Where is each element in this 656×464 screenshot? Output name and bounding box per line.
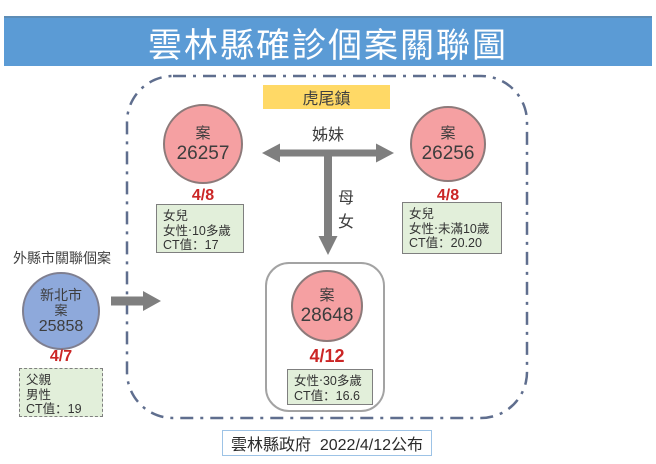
case-28648-info-box: 女性‧30多歲 CT值：16.6 — [287, 369, 373, 405]
case-28648-date: 4/12 — [309, 346, 345, 366]
external-case-arrow — [111, 291, 161, 311]
case-number: 28648 — [300, 304, 354, 326]
case-circle-26256: 案 26256 — [410, 106, 486, 182]
case-26256-info-box: 女兒 女性‧未滿10歲 CT值：20.20 — [402, 202, 502, 254]
footer-source-box: 雲林縣政府 2022/4/12公布 — [222, 430, 432, 456]
case-26257-date: 4/8 — [191, 187, 215, 204]
page-title: 雲林縣確診個案關聯圖 — [148, 26, 508, 65]
case-circle-28648: 案 28648 — [291, 270, 363, 342]
footer-source-text: 雲林縣政府 2022/4/12公布 — [230, 437, 424, 454]
case-circle-26257: 案 26257 — [163, 104, 243, 184]
case-prefix: 案 — [319, 286, 335, 304]
case-26257-info-box: 女兒 女性‧10多歲 CT值：17 — [156, 204, 244, 253]
case-circle-25858: 新北市 案 25858 — [22, 272, 100, 350]
mother-daughter-arrow — [318, 153, 338, 255]
case-prefix: 案 — [440, 124, 456, 142]
case-city: 新北市 — [40, 286, 82, 303]
town-tag: 虎尾鎮 — [263, 85, 390, 109]
sisters-label: 姊妹 — [311, 127, 344, 144]
case-25858-date: 4/7 — [49, 348, 73, 365]
town-tag-label: 虎尾鎮 — [302, 91, 351, 108]
cluster-dashed-border — [125, 74, 529, 420]
case-prefix: 案 — [54, 302, 68, 318]
title-banner: 雲林縣確診個案關聯圖 — [4, 16, 652, 66]
case-26256-date: 4/8 — [436, 187, 460, 204]
case-25858-info-box: 父親 男性 CT值：19 — [19, 368, 103, 417]
case-number: 26256 — [421, 142, 475, 164]
case-number: 26257 — [176, 142, 230, 164]
case-number: 25858 — [38, 317, 84, 335]
case-prefix: 案 — [195, 124, 211, 142]
mother-daughter-label: 母 女 — [337, 190, 354, 231]
external-section-label: 外縣市關聯個案 — [13, 250, 111, 266]
